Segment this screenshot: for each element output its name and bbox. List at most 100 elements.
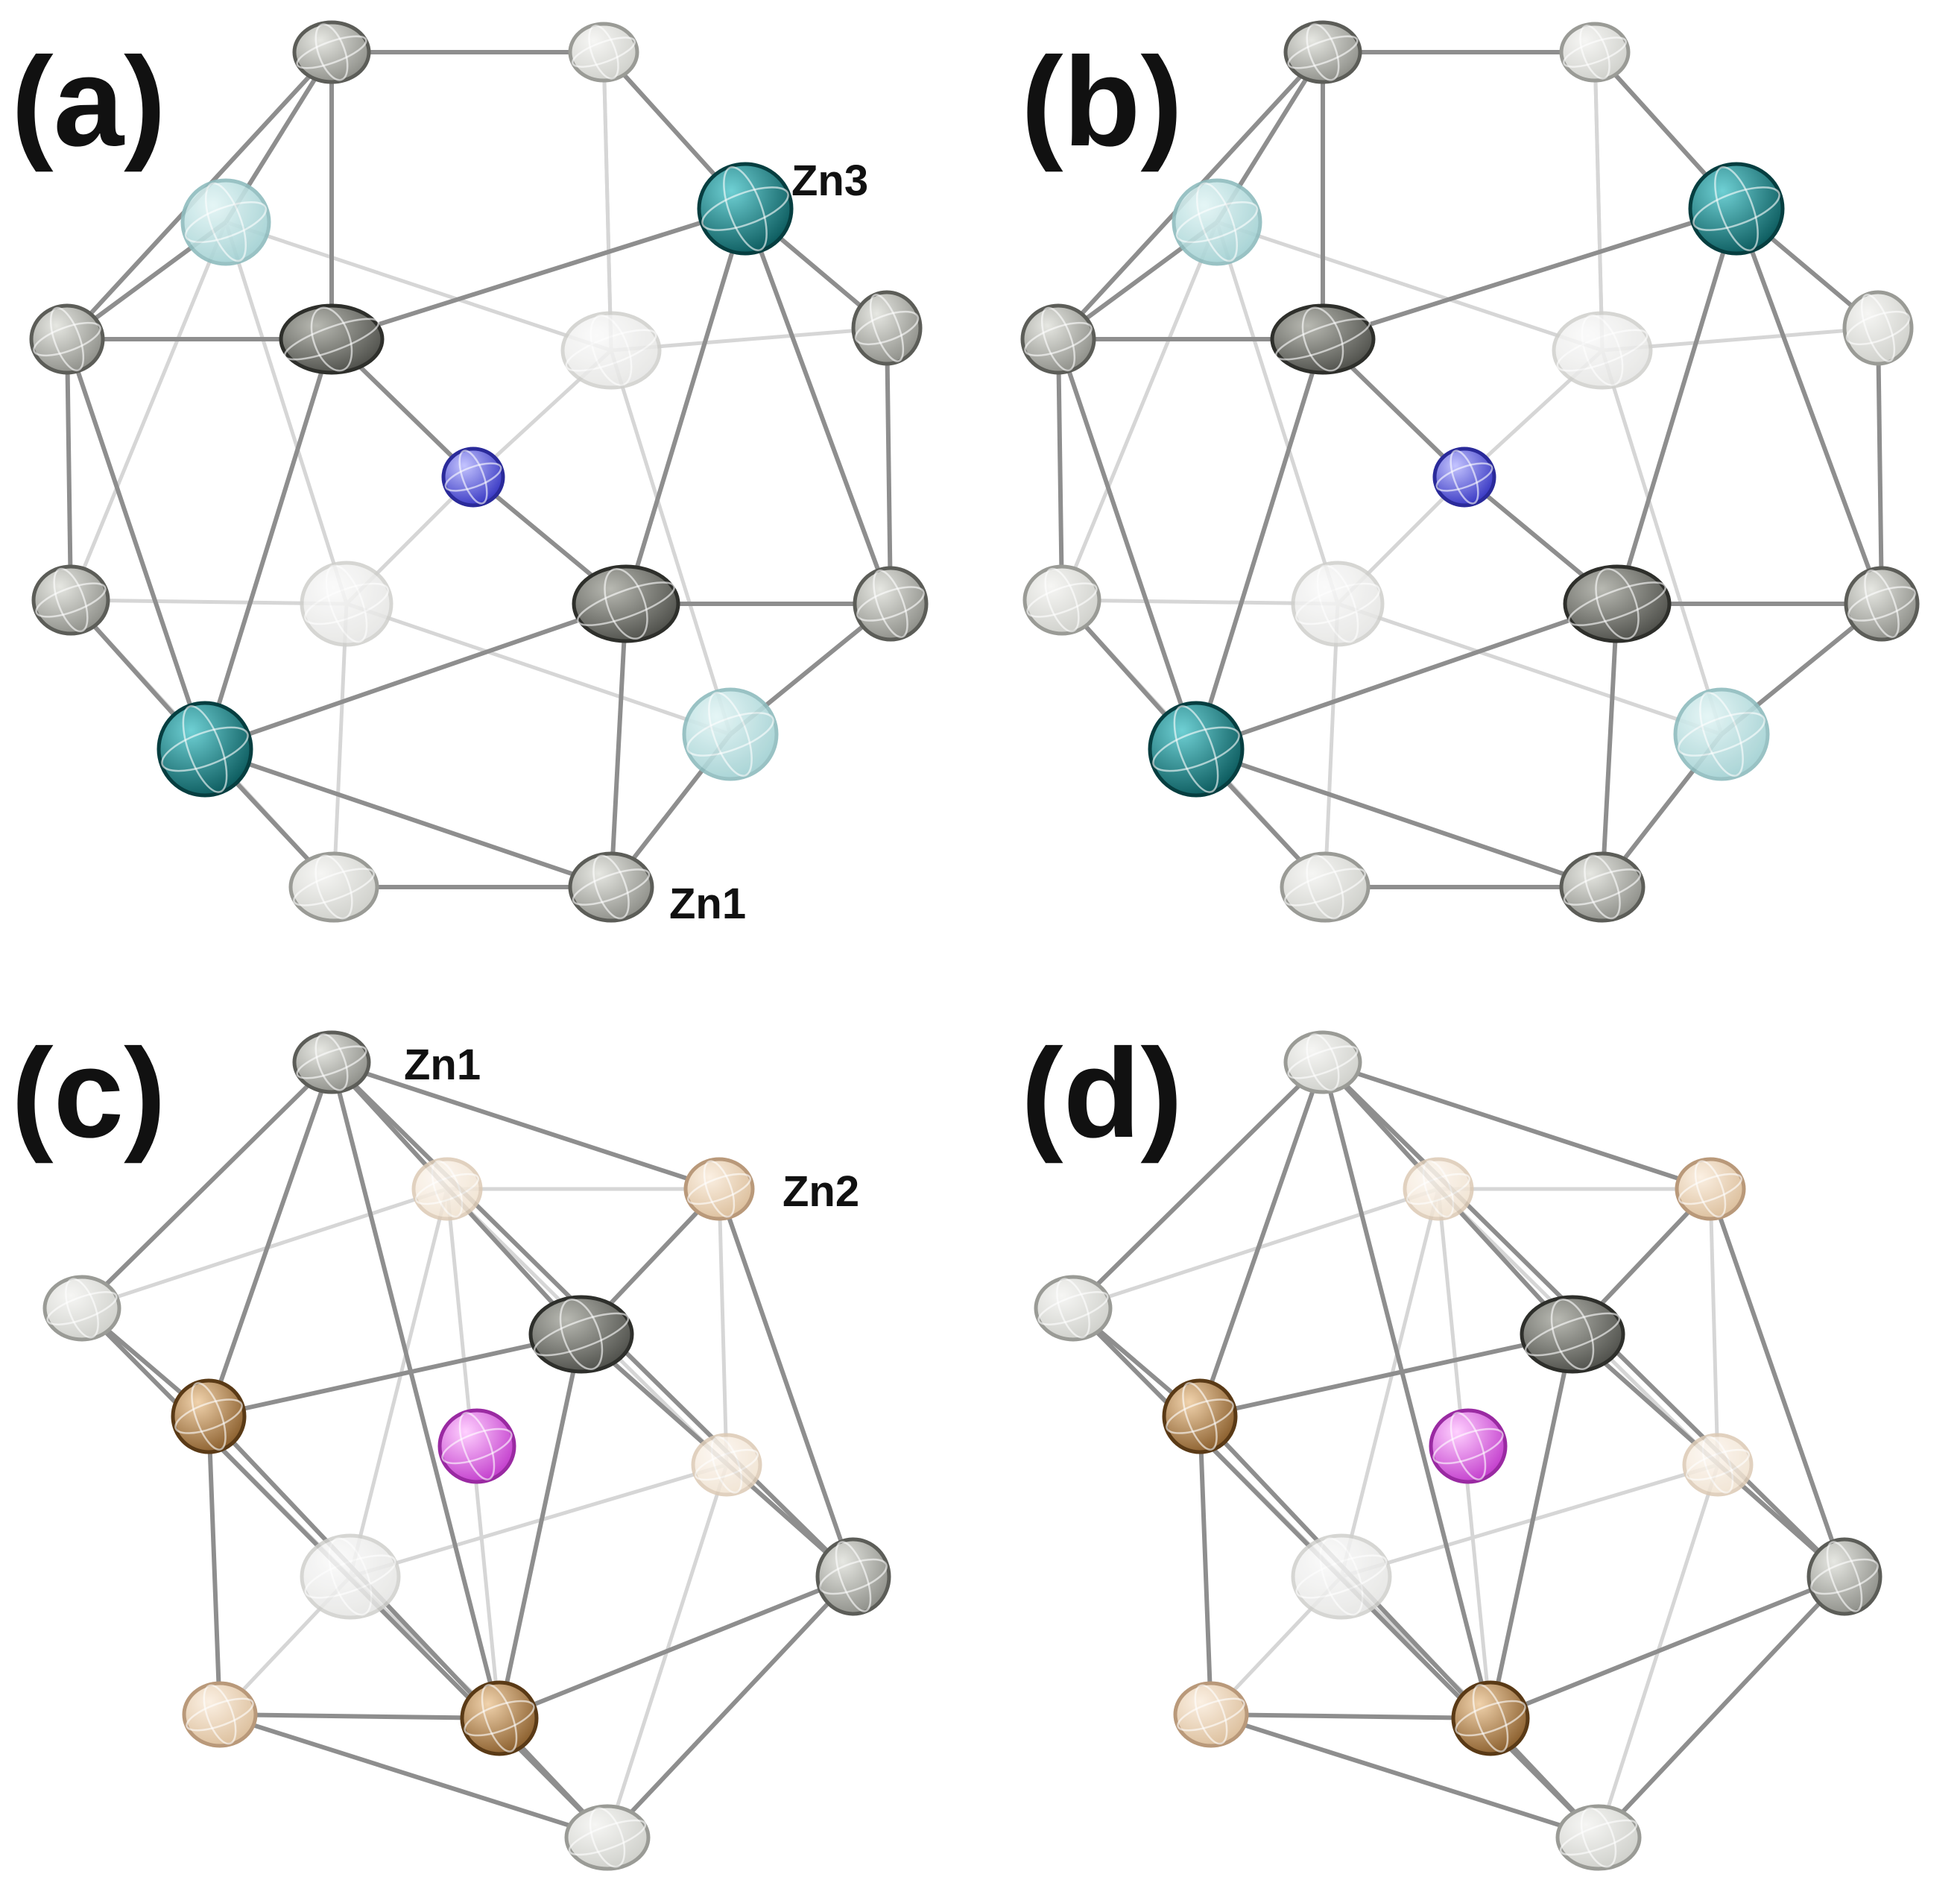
atom-ghost bbox=[1291, 1533, 1392, 1620]
atom-tealL bbox=[682, 687, 779, 781]
atom-blue bbox=[1432, 447, 1496, 508]
bond bbox=[1198, 1414, 1601, 1840]
bond bbox=[1615, 208, 1739, 605]
cluster-panel-b bbox=[1020, 20, 1920, 923]
bond bbox=[605, 1574, 856, 1840]
atom-ghost bbox=[300, 1533, 401, 1620]
bond bbox=[1734, 207, 1884, 605]
bond-back bbox=[225, 220, 612, 353]
cluster-panel-d bbox=[1034, 1030, 1882, 1871]
atom-bronzeG bbox=[1682, 1433, 1754, 1497]
bond-back bbox=[717, 1188, 729, 1466]
atom-mid bbox=[1559, 851, 1646, 923]
atom-light bbox=[1842, 290, 1914, 366]
atom-teal bbox=[1148, 701, 1245, 798]
atom-dark bbox=[1270, 303, 1376, 375]
atom-mid bbox=[851, 290, 923, 366]
panel-label-d: (d) bbox=[1021, 1023, 1183, 1164]
atom-bronze bbox=[1451, 1680, 1530, 1756]
atom-teal bbox=[157, 701, 253, 798]
bond bbox=[1488, 1334, 1575, 1719]
atom-mid bbox=[292, 1030, 371, 1094]
bond-back bbox=[1341, 1463, 1719, 1579]
atom-mid bbox=[1283, 20, 1362, 84]
atom-mid bbox=[1806, 1537, 1882, 1616]
bond-back bbox=[1600, 350, 1724, 735]
bond bbox=[80, 1060, 334, 1310]
atom-mid bbox=[815, 1537, 891, 1616]
bond bbox=[1194, 338, 1325, 750]
atom-light bbox=[1022, 564, 1101, 636]
bond-back bbox=[1060, 221, 1219, 601]
bond bbox=[1210, 1712, 1491, 1720]
bond-back bbox=[609, 350, 733, 735]
bond bbox=[1600, 603, 1619, 888]
atom-light bbox=[1283, 1030, 1362, 1094]
atom-label-zn2: Zn2 bbox=[783, 1167, 859, 1216]
atom-light bbox=[568, 22, 639, 83]
atom-bronzeG bbox=[691, 1433, 762, 1497]
atom-mid bbox=[568, 851, 654, 923]
bond-back bbox=[348, 1188, 449, 1577]
bond-back bbox=[1337, 602, 1722, 736]
atom-label-zn1: Zn1 bbox=[669, 880, 746, 928]
bond bbox=[219, 1712, 500, 1720]
atom-teal bbox=[697, 162, 794, 256]
atom-magenta bbox=[1429, 1408, 1508, 1484]
bond-back bbox=[224, 221, 349, 605]
bond bbox=[1489, 1574, 1846, 1720]
bond bbox=[885, 327, 893, 605]
atom-ghost bbox=[1552, 311, 1653, 390]
atom-dark bbox=[1520, 1295, 1625, 1374]
bond bbox=[717, 1188, 856, 1577]
atom-mid bbox=[853, 566, 929, 642]
bond bbox=[204, 747, 612, 889]
atom-dark bbox=[1563, 564, 1672, 643]
atom-bronze bbox=[460, 1680, 539, 1756]
bond-back bbox=[601, 51, 613, 351]
atom-light bbox=[1280, 851, 1371, 923]
bond bbox=[1198, 1416, 1213, 1715]
bond-back bbox=[1215, 221, 1340, 605]
bond bbox=[329, 1062, 502, 1719]
bond bbox=[203, 338, 334, 750]
atom-ghost bbox=[560, 311, 662, 390]
bond bbox=[208, 1332, 582, 1419]
atom-tealL bbox=[1172, 178, 1262, 266]
bond bbox=[743, 207, 893, 605]
atom-mid bbox=[1020, 303, 1096, 375]
panel-label-c: (c) bbox=[11, 1023, 166, 1164]
bond bbox=[1199, 1332, 1573, 1419]
cluster-panel-a bbox=[29, 20, 929, 923]
atom-bronzeL bbox=[1173, 1681, 1249, 1748]
bond-back bbox=[69, 221, 228, 601]
atom-light bbox=[1555, 1804, 1642, 1871]
panel-label-a: (a) bbox=[11, 31, 166, 173]
atom-bronze bbox=[1162, 1378, 1238, 1454]
bond bbox=[1322, 1060, 1711, 1191]
bond-back bbox=[1323, 603, 1340, 888]
atom-light bbox=[564, 1804, 651, 1871]
atom-bronzeL bbox=[1675, 1157, 1746, 1221]
atom-label-zn1: Zn1 bbox=[404, 1041, 481, 1089]
bond bbox=[65, 338, 207, 750]
bond bbox=[219, 1712, 608, 1840]
bond bbox=[1056, 338, 1064, 601]
atom-mid bbox=[31, 564, 110, 636]
bond-back bbox=[1216, 220, 1603, 353]
atom-mid bbox=[29, 303, 105, 375]
bond-back bbox=[1593, 51, 1605, 351]
bond bbox=[206, 1416, 222, 1715]
bond-back bbox=[350, 1463, 727, 1579]
bond-back bbox=[346, 602, 731, 736]
bond bbox=[1210, 1712, 1599, 1840]
bond bbox=[609, 603, 628, 888]
atom-teal bbox=[1688, 162, 1785, 256]
bond bbox=[1596, 1574, 1847, 1840]
atom-dark bbox=[528, 1295, 634, 1374]
bond bbox=[1322, 206, 1737, 341]
atom-mid bbox=[292, 20, 371, 84]
atom-light bbox=[288, 851, 379, 923]
atom-bronzeL bbox=[182, 1681, 258, 1748]
